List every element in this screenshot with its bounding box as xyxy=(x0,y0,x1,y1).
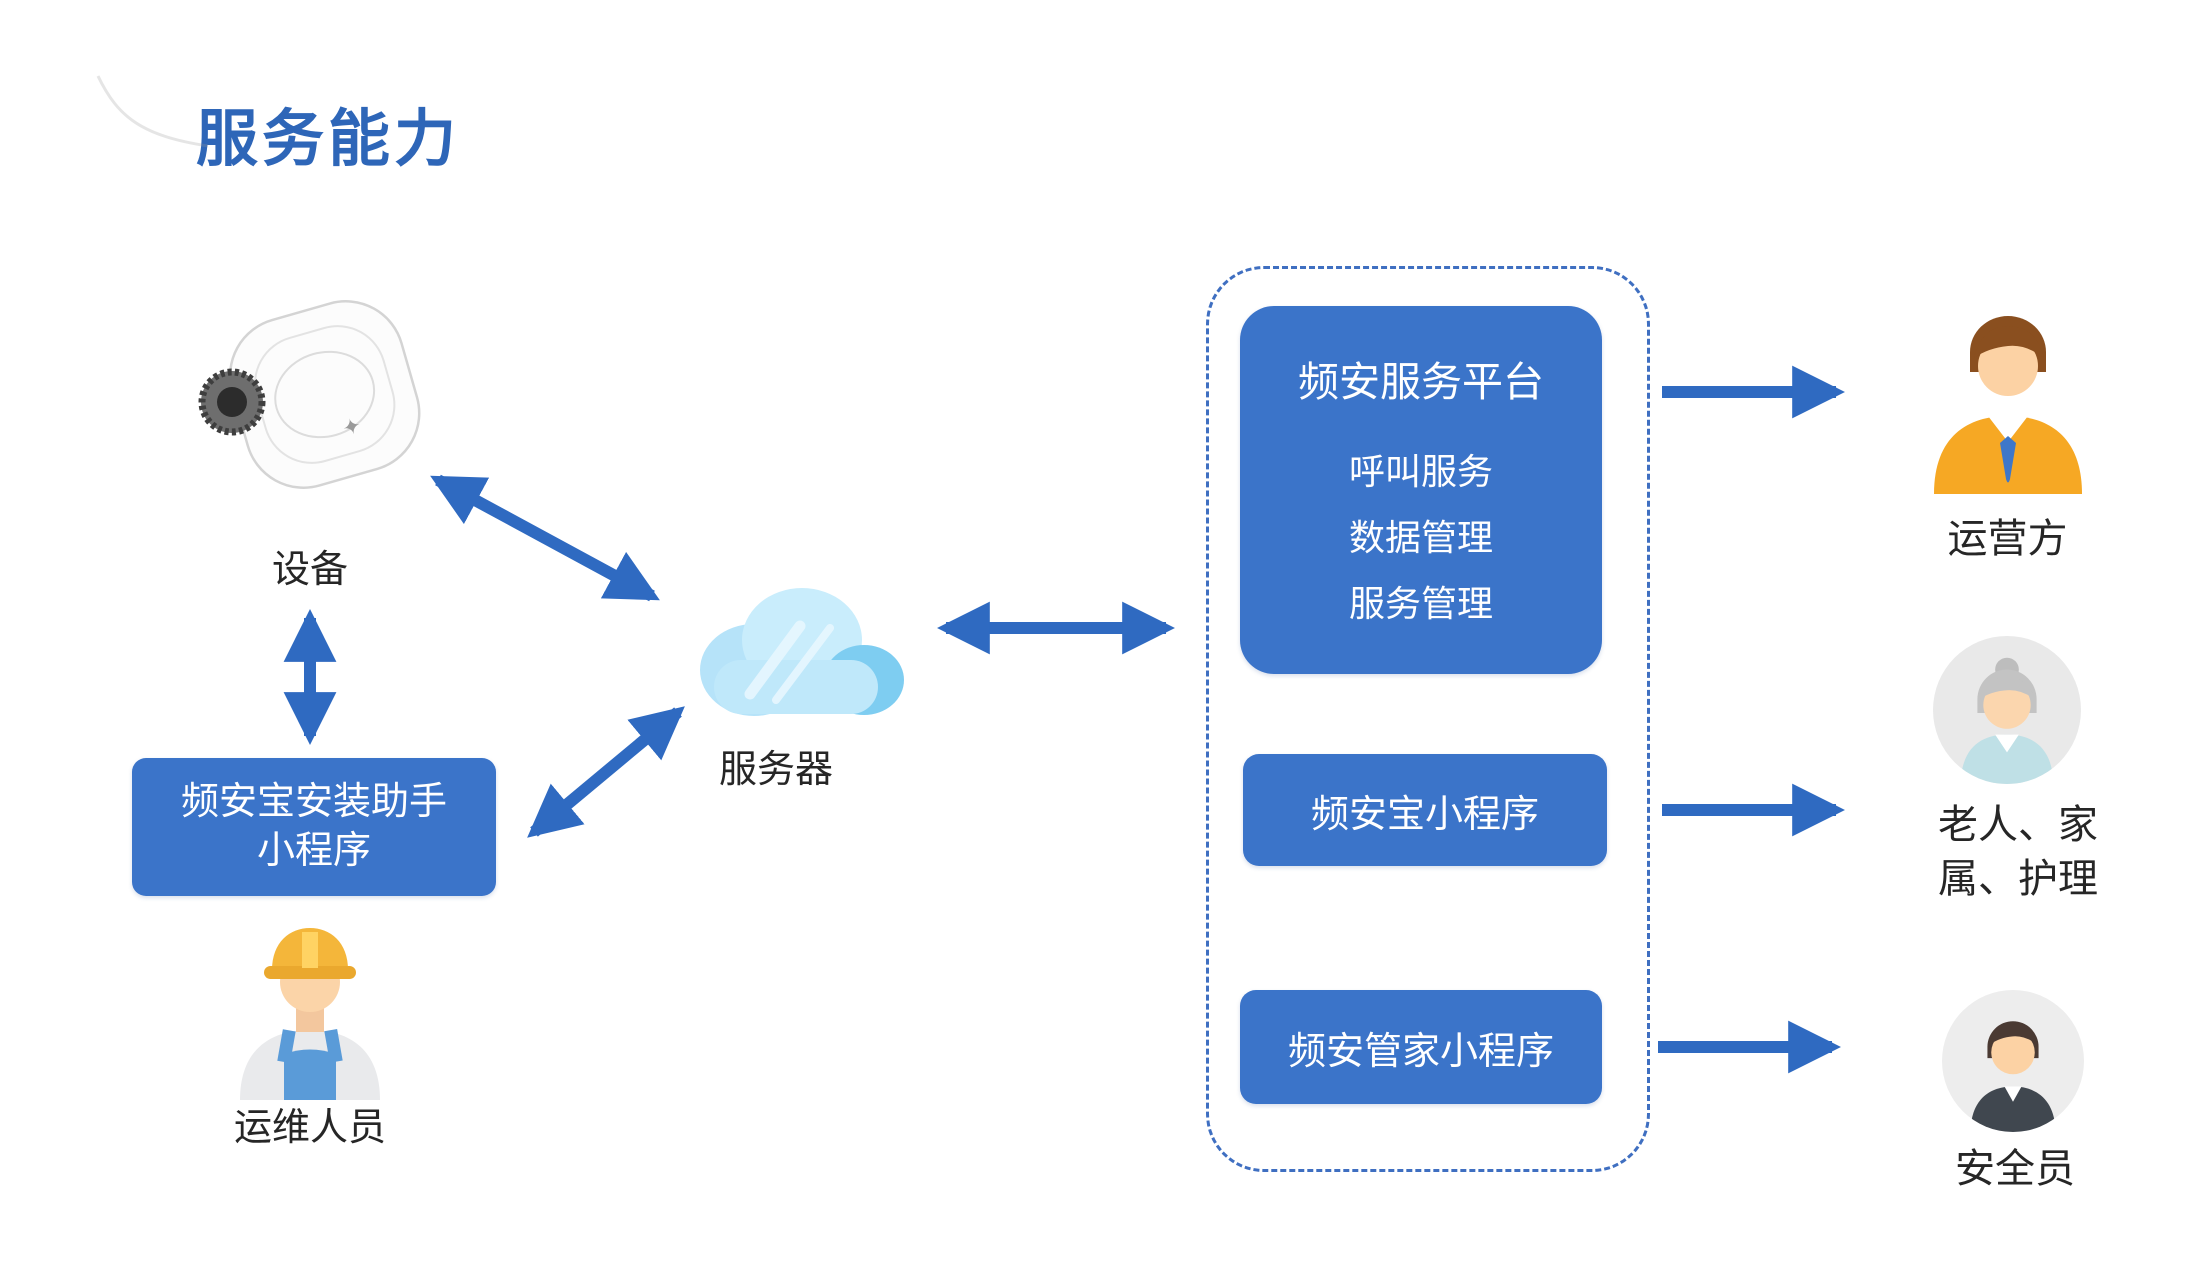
device-icon: ✦ xyxy=(198,300,421,489)
elderly-label-line1: 老人、家 xyxy=(1938,803,2098,847)
ops-label: 运维人员 xyxy=(233,1107,386,1149)
elderly-label-line2: 属、护理 xyxy=(1938,857,2098,901)
safety-person-icon xyxy=(1942,990,2084,1132)
service-platform-title: 频安服务平台 xyxy=(1298,359,1544,405)
safety-label: 安全员 xyxy=(1955,1147,2075,1191)
server-label: 服务器 xyxy=(718,749,833,791)
service-platform-item: 数据管理 xyxy=(1348,517,1493,558)
ops-worker-icon xyxy=(240,928,380,1100)
installer-app-label-line1: 频安宝安装助手 xyxy=(180,781,447,824)
arrow-installer-server xyxy=(527,706,685,838)
service-platform-item: 呼叫服务 xyxy=(1348,451,1493,492)
service-platform-box: 频安服务平台 呼叫服务 数据管理 服务管理 xyxy=(1240,306,1602,674)
pinan-butler-app-label: 频安管家小程序 xyxy=(1287,1030,1554,1073)
page-title: 服务能力 xyxy=(196,105,461,174)
elderly-person-icon xyxy=(1933,636,2081,784)
decorative-stroke xyxy=(96,75,209,148)
installer-app-label-line2: 小程序 xyxy=(256,830,371,872)
arrow-device-server xyxy=(430,474,660,602)
operator-label: 运营方 xyxy=(1947,517,2068,561)
operator-person-icon xyxy=(1934,316,2082,494)
elderly-label: 老人、家 属、护理 xyxy=(1908,798,2128,906)
installer-app-box: 频安宝安装助手 小程序 xyxy=(132,758,496,896)
service-platform-item: 服务管理 xyxy=(1348,583,1493,624)
pinanbao-app-label: 频安宝小程序 xyxy=(1310,793,1539,836)
pinan-butler-app-box: 频安管家小程序 xyxy=(1240,990,1602,1104)
device-label: 设备 xyxy=(271,549,348,591)
server-cloud-icon xyxy=(700,588,904,716)
pinanbao-app-box: 频安宝小程序 xyxy=(1243,754,1607,866)
